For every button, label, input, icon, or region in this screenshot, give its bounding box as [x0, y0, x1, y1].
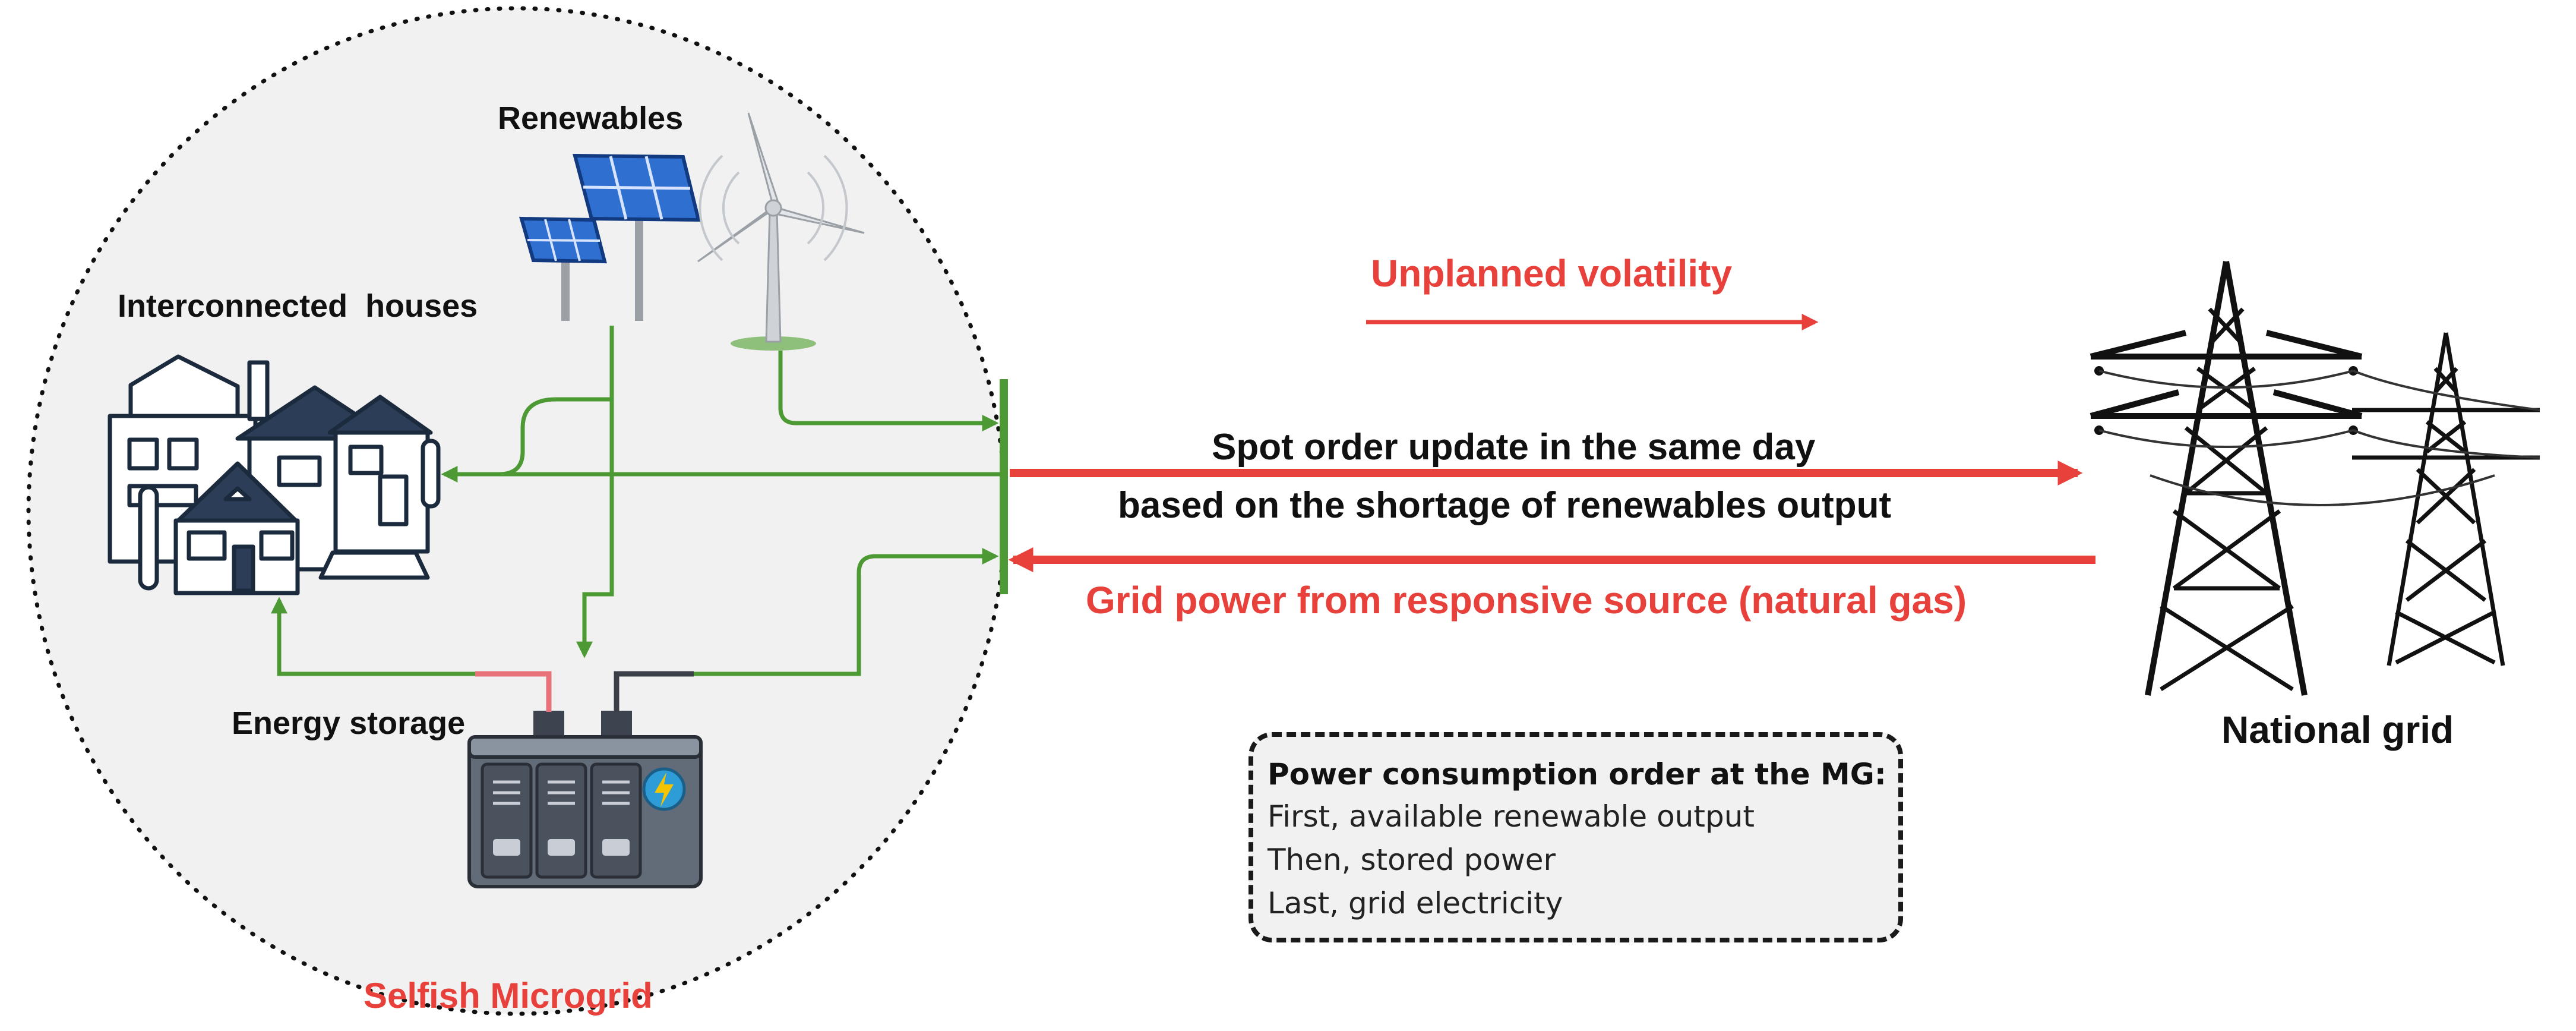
flow-solar-to-storage — [576, 399, 614, 658]
battery-icon — [467, 711, 703, 888]
national-grid-label: National grid — [2221, 708, 2454, 751]
grid-power-label: Grid power from responsive source (natur… — [1086, 579, 1967, 622]
flow-storage-to-houses — [271, 597, 475, 676]
spot-order-label-line2: based on the shortage of renewables outp… — [1118, 485, 1892, 526]
flow-solar-to-houses — [498, 326, 614, 477]
transmission-tower-icon — [2090, 261, 2540, 696]
consumption-order-title: Power consumption order at the MG: — [1268, 757, 1886, 792]
selfish-microgrid-label: Selfish Microgrid — [364, 976, 653, 1016]
battery-negative-cable — [614, 671, 694, 712]
flow-wind-to-bus — [778, 351, 999, 431]
energy-storage-label: Energy storage — [232, 705, 466, 741]
consumption-order-step: First, available renewable output — [1268, 799, 1755, 834]
solar-panel-icon — [519, 153, 701, 321]
spot-order-label-line1: Spot order update in the same day — [1212, 427, 1816, 468]
microgrid-power-flows — [271, 326, 1004, 676]
unplanned-volatility-label: Unplanned volatility — [1371, 252, 1733, 295]
consumption-order-step: Last, grid electricity — [1268, 886, 1563, 920]
consumption-order-box: Power consumption order at the MG: First… — [1249, 732, 1903, 942]
interconnected-houses-label: Interconnected houses — [118, 288, 478, 324]
battery-positive-cable — [475, 671, 552, 712]
consumption-order-step: Then, stored power — [1268, 843, 1556, 877]
wind-turbine-icon — [697, 112, 865, 351]
houses-icon — [108, 354, 441, 595]
renewables-label: Renewables — [498, 100, 684, 136]
flow-storage-to-bus — [694, 548, 999, 676]
